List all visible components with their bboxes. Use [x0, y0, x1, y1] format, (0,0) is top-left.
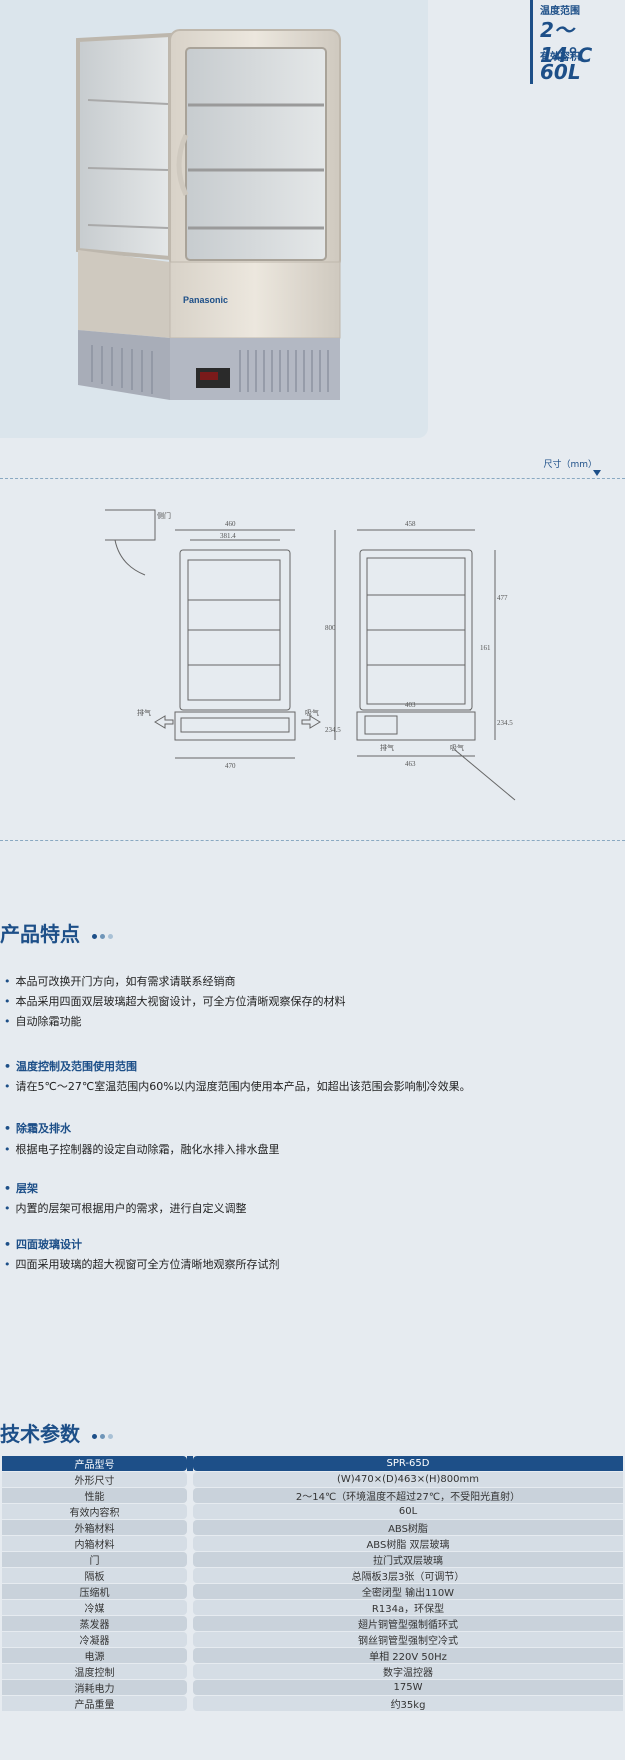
table-row: 门拉门式双层玻璃 — [2, 1552, 623, 1567]
door-label: 侧门 — [157, 511, 171, 520]
down-arrow-icon — [593, 470, 601, 476]
spec-key: 门 — [2, 1552, 187, 1567]
table-row: 隔板总隔板3层3张（可调节） — [2, 1568, 623, 1583]
spec-key: 冷媒 — [2, 1600, 187, 1615]
feature-group-text-3: 内置的层架可根据用户的需求，进行自定义调整 — [4, 1200, 247, 1216]
feature-group-title-1: 温度控制及范围使用范围 — [4, 1058, 137, 1074]
spec-gap — [187, 1456, 193, 1471]
feature-bullet-1: 本品可改换开门方向，如有需求请联系经销商 — [4, 973, 236, 989]
table-row: 冷媒 R134a，环保型 — [2, 1600, 623, 1615]
intake-label-side: 吸气 — [450, 743, 464, 752]
feature-group-text-1: 请在5℃～27℃室温范围内60%以内湿度范围内使用本产品，如超出该范围会影响制冷… — [4, 1078, 471, 1094]
table-row: 有效内容积 60L — [2, 1504, 623, 1519]
dim-side-depth-bottom: 463 — [405, 760, 416, 768]
spec-value: 拉门式双层玻璃 — [193, 1552, 623, 1567]
features-title: 产品特点 — [0, 922, 80, 946]
key-specs: 温度范围 2～14℃ 有效容积 60L — [530, 0, 625, 90]
spec-key: 冷凝器 — [2, 1632, 187, 1647]
spec-key: 产品重量 — [2, 1696, 187, 1711]
spec-key: 有效内容积 — [2, 1504, 187, 1519]
spec-value: (W)470×(D)463×(H)800mm — [193, 1472, 623, 1487]
spec-value: 约35kg — [193, 1696, 623, 1711]
title-dots — [92, 934, 113, 939]
spec-key: 压缩机 — [2, 1584, 187, 1599]
table-row: 压缩机全密闭型 输出110W — [2, 1584, 623, 1599]
table-row: 蒸发器翅片铜管型强制循环式 — [2, 1616, 623, 1631]
spec-value: 钢丝铜管型强制空冷式 — [193, 1632, 623, 1647]
feature-bullet-2: 本品采用四面双层玻璃超大视窗设计，可全方位清晰观察保存的材料 — [4, 993, 346, 1009]
table-row: 产品重量约35kg — [2, 1696, 623, 1711]
dim-side-depth-top: 458 — [405, 520, 416, 528]
tech-title-dots — [92, 1434, 113, 1439]
spec-value: 数字温控器 — [193, 1664, 623, 1679]
spec-value: 翅片铜管型强制循环式 — [193, 1616, 623, 1631]
spec-key: 外形尺寸 — [2, 1472, 187, 1487]
spec-value: ABS树脂 双层玻璃 — [193, 1536, 623, 1551]
table-row: 内箱材料 ABS树脂 双层玻璃 — [2, 1536, 623, 1551]
spec-value: 总隔板3层3张（可调节） — [193, 1568, 623, 1583]
spec-value: 60L — [193, 1504, 623, 1519]
table-row: 温度控制数字温控器 — [2, 1664, 623, 1679]
dim-front-width-bottom: 470 — [225, 762, 236, 770]
spec-key: 性能 — [2, 1488, 187, 1503]
spec-key: 温度控制 — [2, 1664, 187, 1679]
dim-side-inner-depth: 403 — [405, 701, 416, 709]
dim-side-h-lower: 234.5 — [497, 719, 513, 727]
intake-label: 吸气 — [305, 708, 319, 717]
exhaust-label-side: 排气 — [380, 743, 394, 752]
feature-bullet-3: 自动除霜功能 — [4, 1013, 82, 1029]
dim-height: 800 — [325, 624, 336, 632]
table-row: 冷凝器钢丝铜管型强制空冷式 — [2, 1632, 623, 1647]
technical-drawing: 460 381.4 470 侧门 排气 吸气 800 234.5 458 403… — [95, 500, 525, 830]
table-row: 外形尺寸 (W)470×(D)463×(H)800mm — [2, 1472, 623, 1487]
spec-table: 产品型号 SPR-65D 外形尺寸 (W)470×(D)463×(H)800mm 性能 2… — [2, 1455, 623, 1712]
product-image-panel: Panasonic — [0, 0, 428, 438]
spec-value: 175W — [193, 1680, 623, 1695]
spec-value: 单相 220V 50Hz — [193, 1648, 623, 1663]
spec-key: 产品型号 — [2, 1456, 187, 1471]
feature-group-text-2: 根据电子控制器的设定自动除霜，融化水排入排水盘里 — [4, 1141, 280, 1157]
tech-title: 技术参数 — [0, 1422, 80, 1446]
spec-value: 全密闭型 输出110W — [193, 1584, 623, 1599]
table-row: 产品型号 SPR-65D — [2, 1456, 623, 1471]
spec-key: 隔板 — [2, 1568, 187, 1583]
capacity-label: 有效容积 — [540, 52, 580, 63]
spec-value: SPR-65D — [193, 1456, 623, 1471]
dimension-unit-label: 尺寸（mm） — [543, 460, 597, 470]
divider-top — [0, 478, 625, 479]
feature-group-title-4: 四面玻璃设计 — [4, 1236, 82, 1252]
feature-group-text-4: 四面采用玻璃的超大视窗可全方位清晰地观察所存试剂 — [4, 1256, 280, 1272]
spec-key: 蒸发器 — [2, 1616, 187, 1631]
refrigerator-illustration: Panasonic — [76, 29, 341, 400]
table-row: 消耗电力 175W — [2, 1680, 623, 1695]
feature-group-title-2: 除霜及排水 — [4, 1120, 71, 1136]
spec-key: 外箱材料 — [2, 1520, 187, 1535]
spec-value: 2～14℃（环境温度不超过27℃，不受阳光直射） — [193, 1488, 623, 1503]
spec-accent-bar — [530, 0, 533, 84]
dim-front-width-top: 460 — [225, 520, 236, 528]
table-row: 性能 2～14℃（环境温度不超过27℃，不受阳光直射） — [2, 1488, 623, 1503]
dim-front-side-h: 234.5 — [325, 726, 341, 734]
table-row: 外箱材料 ABS树脂 — [2, 1520, 623, 1535]
table-row: 电源单相 220V 50Hz — [2, 1648, 623, 1663]
dim-front-inner-width: 381.4 — [220, 532, 236, 540]
brand-logo: Panasonic — [183, 295, 228, 305]
spec-key: 消耗电力 — [2, 1680, 187, 1695]
spec-value: ABS树脂 — [193, 1520, 623, 1535]
spec-value: R134a，环保型 — [193, 1600, 623, 1615]
divider-bottom — [0, 840, 625, 841]
spec-key: 电源 — [2, 1648, 187, 1663]
temp-range-label: 温度范围 — [540, 6, 580, 17]
capacity-value: 60L — [540, 60, 581, 84]
feature-group-title-3: 层架 — [4, 1180, 38, 1196]
spec-key: 内箱材料 — [2, 1536, 187, 1551]
exhaust-label: 排气 — [137, 708, 151, 717]
dim-side-h-upper: 477 — [497, 594, 508, 602]
dim-side-h-mid: 161 — [480, 644, 491, 652]
temp-range-value: 2～14℃ — [540, 18, 593, 67]
